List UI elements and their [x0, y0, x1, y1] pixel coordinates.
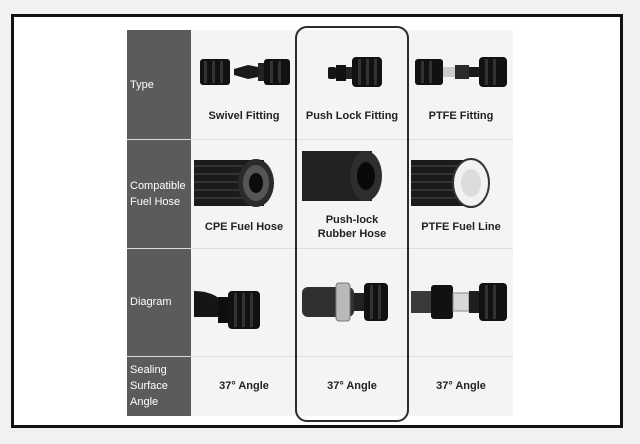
row-divider — [127, 356, 513, 357]
ptfe-fitting-icon — [415, 56, 507, 87]
cell-push-lock-rubber-hose: Push-lock Rubber Hose — [297, 139, 407, 248]
cell-swivel-diagram — [191, 248, 297, 356]
cell-ptfe-angle: 37° Angle — [408, 356, 514, 416]
row-divider — [127, 248, 513, 249]
cell-swivel-fitting: Swivel Fitting — [191, 30, 297, 139]
row-label-diagram: Diagram — [127, 248, 191, 356]
caption-push-lock-angle: 37° Angle — [327, 380, 377, 392]
caption-push-lock-rubber-hose: Push-lock Rubber Hose — [317, 213, 387, 240]
push-lock-column-highlight — [295, 26, 409, 422]
cell-push-lock-fitting: Push Lock Fitting — [297, 30, 407, 139]
caption-ptfe-angle: 37° Angle — [436, 380, 486, 392]
push-lock-diagram-icon — [302, 282, 388, 322]
cell-push-lock-angle: 37° Angle — [297, 356, 407, 416]
cell-swivel-angle: 37° Angle — [191, 356, 297, 416]
caption-swivel-fitting: Swivel Fitting — [208, 109, 280, 122]
caption-push-lock-fitting: Push Lock Fitting — [305, 109, 399, 122]
caption-cpe-fuel-hose: CPE Fuel Hose — [204, 220, 284, 233]
swivel-fitting-icon — [200, 58, 290, 85]
cell-push-lock-diagram — [297, 248, 407, 356]
cell-ptfe-diagram — [408, 248, 514, 356]
row-label-type: Type — [127, 30, 191, 139]
swivel-diagram-icon — [194, 291, 260, 329]
row-label-compatible-hose: Compatible Fuel Hose — [127, 139, 191, 248]
rubber-hose-icon — [302, 150, 382, 201]
ptfe-hose-icon — [411, 157, 490, 208]
cell-ptfe-fitting: PTFE Fitting — [408, 30, 514, 139]
caption-swivel-angle: 37° Angle — [219, 380, 269, 392]
row-label-sealing-angle: Sealing Surface Angle — [127, 356, 191, 416]
caption-ptfe-fuel-line: PTFE Fuel Line — [421, 220, 501, 233]
push-lock-fitting-icon — [328, 56, 382, 87]
braided-cpe-hose-icon — [194, 158, 274, 207]
cell-ptfe-fuel-line: PTFE Fuel Line — [408, 139, 514, 248]
caption-ptfe-fitting: PTFE Fitting — [428, 109, 494, 122]
comparison-table — [127, 30, 513, 416]
row-divider — [127, 139, 513, 140]
cell-cpe-fuel-hose: CPE Fuel Hose — [191, 139, 297, 248]
ptfe-diagram-icon — [411, 283, 507, 321]
